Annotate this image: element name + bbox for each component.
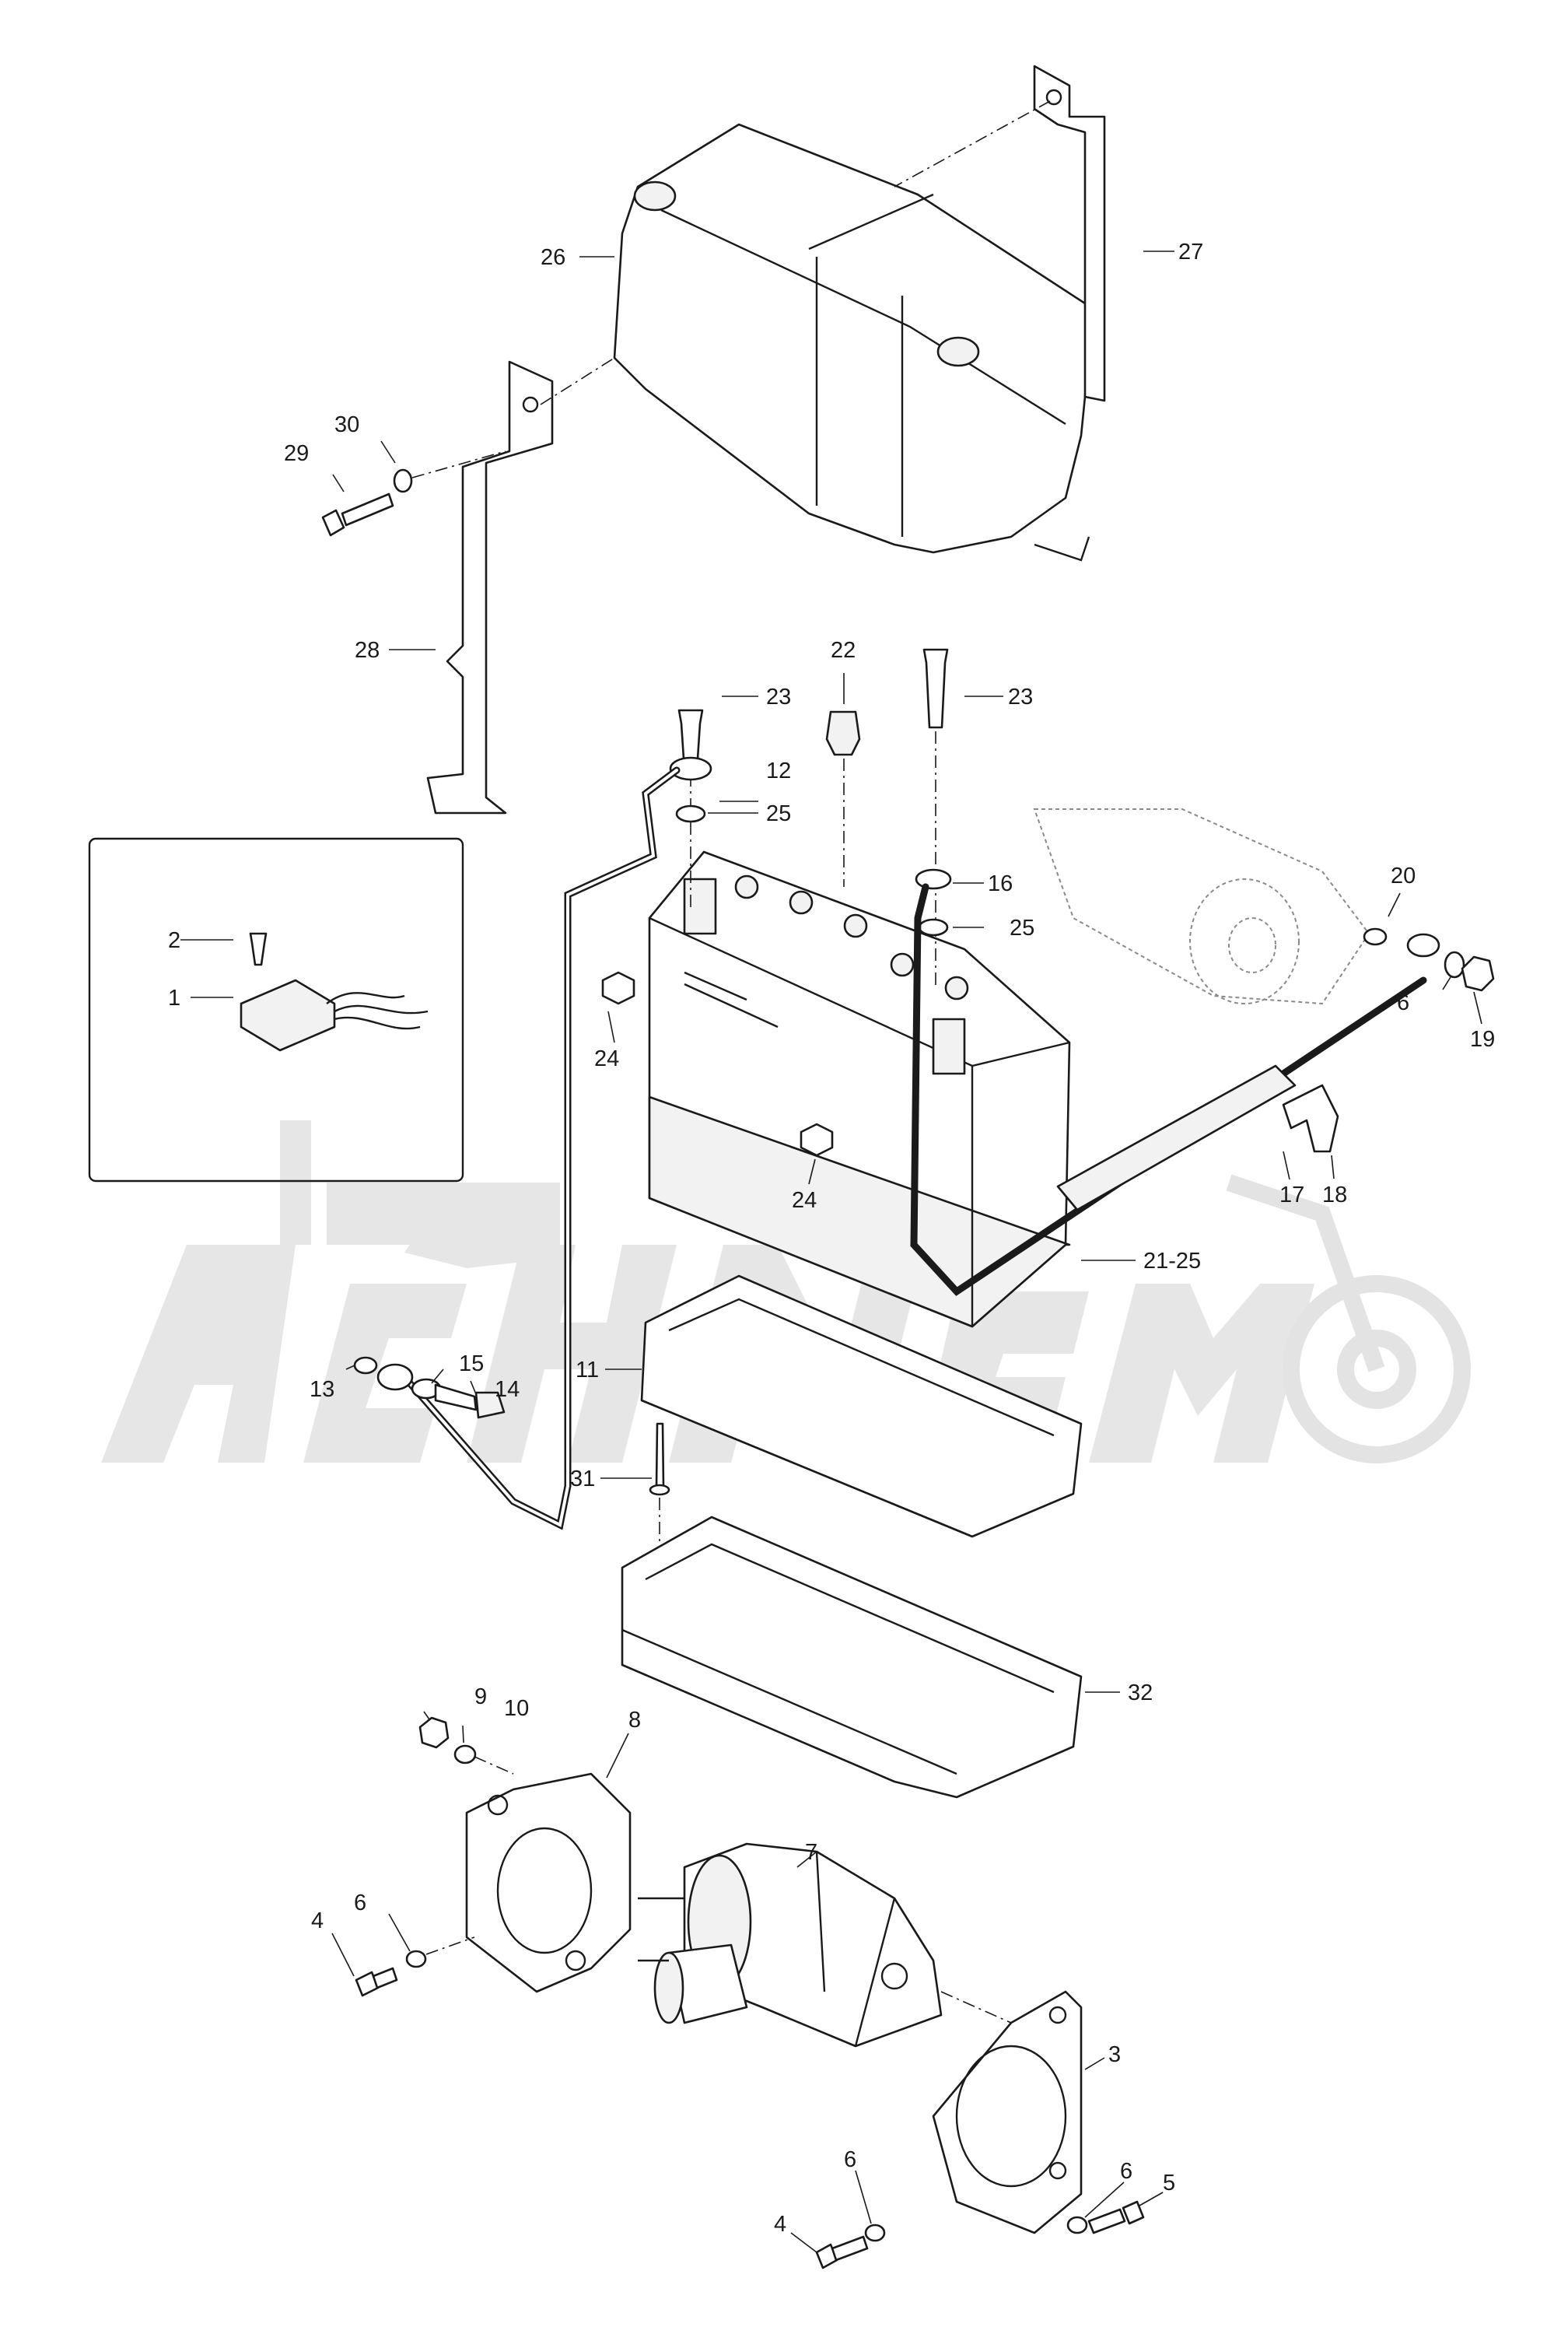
nut-24a-icon — [601, 971, 635, 1005]
base-tray-32-icon — [621, 1516, 1083, 1799]
starter-ghost-icon — [1033, 808, 1370, 1005]
callout-3: 3 — [1108, 2042, 1121, 2067]
callout-25a: 25 — [766, 801, 791, 826]
callout-15: 15 — [459, 1351, 484, 1376]
nut-24b-icon — [800, 1123, 834, 1157]
callout-29: 29 — [284, 441, 309, 466]
callout-23b: 23 — [1008, 685, 1033, 710]
cable-lug-13-icon — [376, 1363, 414, 1391]
callout-2: 2 — [168, 928, 180, 953]
washer-6b-icon — [405, 1950, 427, 1968]
rivet-31-icon — [655, 1422, 665, 1488]
mount-plate-8-icon — [465, 1772, 632, 1993]
sleeve-17-icon — [1056, 1064, 1297, 1211]
callout-9: 9 — [474, 1684, 487, 1709]
callout-30: 30 — [334, 412, 359, 437]
washer-25a-icon — [675, 804, 706, 823]
callout-1: 1 — [168, 986, 180, 1011]
cable-lug-starter-icon — [1406, 933, 1440, 958]
battery-cover-icon — [613, 123, 1090, 562]
callout-18: 18 — [1322, 1183, 1347, 1207]
callout-14: 14 — [495, 1377, 520, 1402]
lock-washer-13-icon — [353, 1356, 378, 1375]
relay-icon — [240, 979, 429, 1052]
callout-24b: 24 — [792, 1188, 817, 1213]
negative-cable-icon — [401, 766, 681, 1530]
callout-5: 5 — [1163, 2171, 1175, 2196]
callout-6a: 6 — [1397, 990, 1409, 1015]
cable-lug-16-icon — [915, 868, 952, 890]
callout-7: 7 — [805, 1840, 817, 1865]
callout-32: 32 — [1128, 1680, 1153, 1705]
callout-23a: 23 — [766, 685, 791, 710]
boot-18-icon — [1282, 1084, 1339, 1153]
vent-plug-22-icon — [825, 710, 861, 756]
bolt-14-icon — [434, 1383, 478, 1411]
starter-motor-icon — [638, 1842, 943, 2048]
screw-2-icon — [249, 932, 268, 966]
callout-10: 10 — [504, 1696, 529, 1721]
screw-29-icon — [321, 492, 394, 537]
mount-plate-3-icon — [932, 1990, 1083, 2234]
washer-20-icon — [1363, 927, 1388, 946]
callout-19: 19 — [1470, 1027, 1495, 1052]
nut-19-icon — [1461, 955, 1495, 992]
callout-27: 27 — [1178, 240, 1203, 265]
callout-4a: 4 — [311, 1908, 324, 1933]
callout-24a: 24 — [594, 1046, 619, 1071]
washer-6d-icon — [1066, 2216, 1088, 2234]
callout-12: 12 — [766, 759, 791, 783]
callout-4b: 4 — [774, 2212, 786, 2237]
callout-11: 11 — [576, 1358, 599, 1383]
washer-30-icon — [393, 468, 413, 493]
callout-labels: 26 27 30 29 28 2 1 23 22 23 12 25 16 25 … — [168, 240, 1495, 2237]
callout-25b: 25 — [1010, 916, 1034, 941]
callout-26: 26 — [541, 245, 565, 270]
callout-8: 8 — [628, 1708, 641, 1733]
leader-lines — [180, 251, 1482, 2253]
callout-13: 13 — [310, 1377, 334, 1402]
bracket-27-icon — [1033, 65, 1106, 402]
callout-20: 20 — [1391, 864, 1416, 888]
bracket-28-icon — [426, 360, 554, 815]
washer-6c-icon — [864, 2224, 886, 2242]
callout-21-25: 21-25 — [1143, 1249, 1201, 1274]
bolt-5-icon — [1087, 2208, 1126, 2234]
callout-31: 31 — [570, 1467, 595, 1491]
washer-10-icon — [453, 1744, 477, 1765]
screw-23b-icon — [922, 648, 949, 729]
washer-25b-icon — [918, 918, 949, 937]
relay-inset-frame — [88, 837, 464, 1183]
callout-28: 28 — [355, 638, 380, 663]
callout-6b: 6 — [354, 1891, 366, 1915]
callout-16: 16 — [988, 871, 1013, 896]
washer-6-icon — [1444, 951, 1465, 979]
nut-9-icon — [418, 1716, 450, 1749]
callout-6c: 6 — [844, 2147, 856, 2172]
callout-17: 17 — [1279, 1183, 1304, 1207]
cable-lug-12-icon — [669, 756, 712, 781]
callout-6d: 6 — [1120, 2159, 1132, 2184]
battery-icon — [648, 850, 1071, 1328]
callout-22: 22 — [831, 638, 856, 663]
